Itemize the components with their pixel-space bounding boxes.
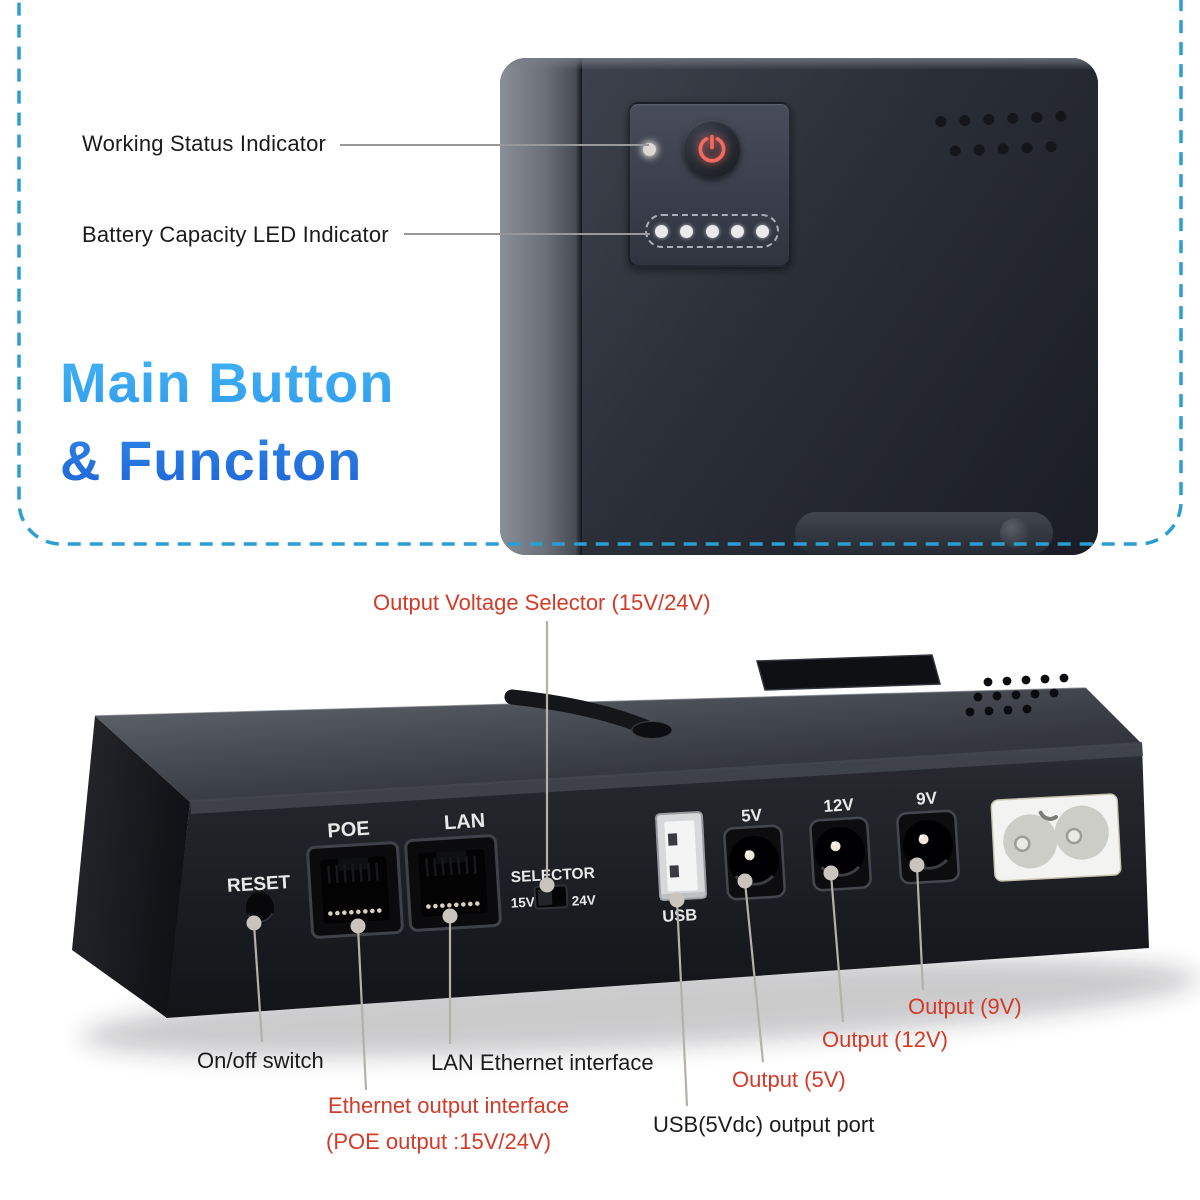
battery-capacity-led-row (645, 214, 779, 248)
top-recess (756, 654, 941, 691)
ac-inlet (990, 793, 1122, 882)
power-icon (698, 134, 726, 163)
vent-holes (965, 673, 1069, 717)
lan-port (404, 834, 502, 932)
dc-jack-9v (896, 809, 960, 885)
poe-label: POE (327, 818, 371, 843)
device-shadow (80, 958, 1200, 1058)
dc-jack-12v (809, 816, 872, 892)
control-panel (628, 102, 791, 267)
selector-label: SELECTOR (510, 865, 595, 886)
dashed-section-border (17, 0, 1183, 546)
callout-output-5v: Output (5V) (732, 1067, 846, 1092)
device-top-face (95, 688, 1142, 802)
section-title-line1: Main Button (60, 344, 394, 422)
ups-front-view-photo: RESET POE (72, 621, 1200, 1107)
device-side-face (72, 716, 190, 1018)
callout-output-9v: Output (9V) (908, 994, 1022, 1019)
led-dot (730, 224, 744, 238)
jack-5v-label: 5V (741, 805, 764, 825)
section-title-line2: & Funciton (60, 422, 394, 500)
usb-port (655, 811, 708, 901)
callout-onoff-switch: On/off switch (197, 1048, 324, 1073)
led-dot (756, 224, 769, 238)
usb-label: USB (662, 906, 698, 926)
callout-voltage-selector: Output Voltage Selector (15V/24V) (373, 590, 711, 615)
led-dot (705, 224, 719, 238)
lan-label: LAN (443, 810, 486, 835)
led-dot (655, 224, 668, 238)
device-top-highlight (500, 58, 1098, 70)
leader-line-battery-capacity (404, 233, 650, 235)
reset-label: RESET (226, 872, 291, 897)
front-top-lip (190, 742, 1143, 814)
poe-port (306, 841, 404, 939)
selector-24v-label: 24V (571, 892, 596, 908)
dc-jack-5v (723, 824, 786, 901)
section-title: Main Button & Funciton (60, 344, 394, 501)
leader-lines (246, 621, 925, 1107)
top-groove-hole (631, 721, 673, 739)
callout-working-status: Working Status Indicator (82, 131, 327, 156)
device-side-face (500, 58, 582, 555)
jack-12v-label: 12V (823, 795, 855, 816)
leader-line-working-status (340, 144, 649, 146)
jack-9v-label: 9V (916, 788, 939, 808)
callout-ethernet-output-line2: (POE output :15V/24V) (326, 1129, 552, 1154)
callout-lan-interface: LAN Ethernet interface (431, 1050, 654, 1075)
led-dot (680, 224, 694, 238)
callout-output-12v: Output (12V) (822, 1027, 948, 1052)
ups-back-view-photo (500, 58, 1098, 555)
device-front-face (166, 744, 1149, 1018)
callout-usb-output: USB(5Vdc) output port (653, 1112, 875, 1137)
working-status-led (643, 143, 656, 156)
callout-battery-capacity: Battery Capacity LED Indicator (82, 222, 389, 247)
selector-15v-label: 15V (510, 894, 535, 910)
power-button (683, 120, 741, 178)
callout-ethernet-output-line1: Ethernet output interface (328, 1093, 569, 1118)
